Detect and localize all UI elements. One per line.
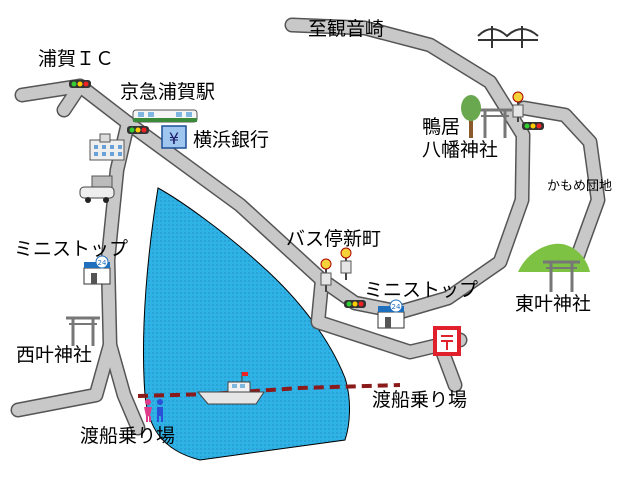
torii-gate-icon [66, 316, 100, 346]
post-office-icon [433, 326, 461, 356]
store-number: 24 [98, 259, 107, 267]
train-icon [132, 109, 198, 123]
bus-stop-icon [512, 91, 524, 122]
police-box-icon [79, 175, 115, 203]
traffic-light-icon [127, 126, 149, 134]
label-ferry-pier-east: 渡船乗り場 [372, 389, 468, 411]
ferry-boat-icon [196, 372, 265, 405]
bus-stop-icon [320, 258, 332, 292]
label-nishi-kano-shrine: 西叶神社 [16, 344, 93, 366]
label-uraga-ic: 浦賀ＩＣ [38, 48, 115, 70]
traffic-light-icon [344, 300, 366, 308]
label-bus-stop-shinmachi: バス停新町 [286, 228, 382, 250]
tree-icon [461, 95, 481, 138]
bus-stop-icon [340, 247, 352, 280]
label-kamoi: 鴨居 [422, 116, 461, 138]
label-ferry-pier-west: 渡船乗り場 [80, 425, 176, 447]
store-number: 24 [392, 303, 401, 311]
road-network [10, 17, 606, 436]
convenience-store-icon: 24 [83, 255, 111, 285]
restroom-icon [144, 399, 163, 422]
label-kamome-danchi: かもめ団地 [547, 179, 613, 194]
traffic-light-icon [522, 122, 544, 130]
torii-gate-icon [543, 260, 580, 292]
convenience-store-icon: 24 [377, 299, 405, 329]
label-higashi-kano-shrine: 東叶神社 [515, 293, 592, 315]
label-keikyu-uraga-station: 京急浦賀駅 [120, 81, 216, 103]
label-kannonzaki: 至観音崎 [308, 18, 385, 40]
bank-icon: ¥ [161, 125, 187, 149]
building-icon [89, 133, 125, 161]
label-hachiman-shrine: 八幡神社 [422, 139, 499, 161]
label-ministop-west: ミニストップ [14, 238, 129, 260]
traffic-light-icon [69, 80, 91, 88]
label-ministop-east: ミニストップ [364, 279, 479, 301]
label-yokohama-bank: 横浜銀行 [193, 129, 270, 151]
bridge-icon [477, 26, 539, 48]
torii-gate-icon [478, 108, 512, 138]
uraga-bay [142, 187, 350, 461]
ferry-route [137, 383, 401, 398]
yen-symbol: ¥ [169, 129, 179, 148]
